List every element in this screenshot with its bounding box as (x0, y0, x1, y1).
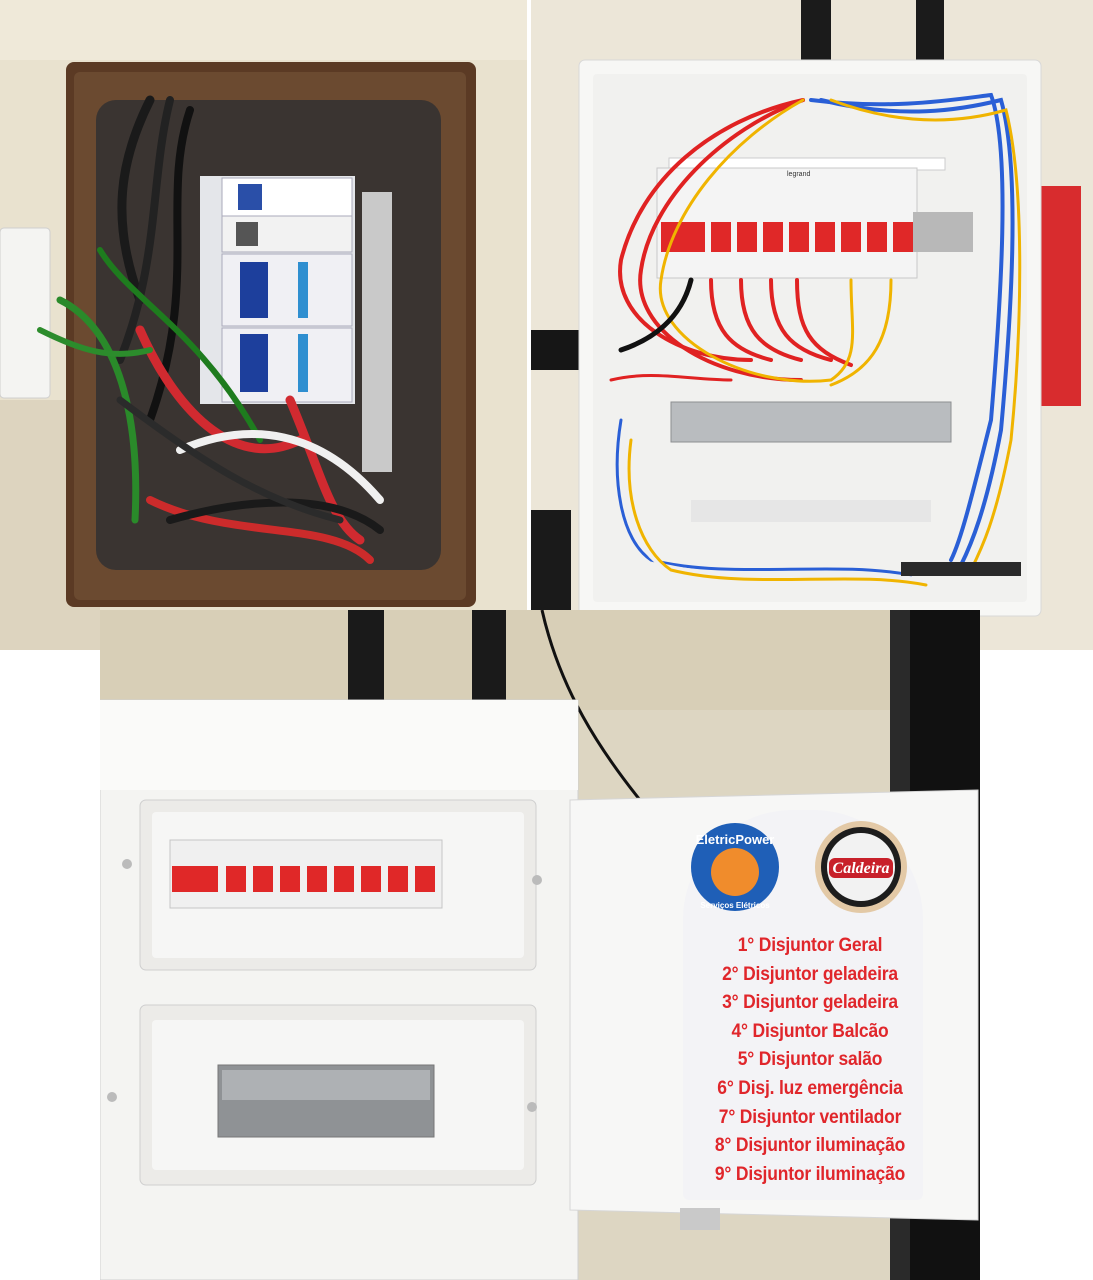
rail-brand: legrand (787, 171, 810, 178)
svg-text:EletricPower: EletricPower (696, 832, 775, 847)
breaker-row-open (656, 167, 918, 279)
old-rail (362, 192, 392, 472)
legend-line-4: 4° Disjuntor Balcão (731, 1020, 889, 1042)
open-board-scene: legrand (531, 0, 1093, 650)
breaker-8[interactable] (388, 866, 408, 892)
legend-line-9: 9° Disjuntor iluminação (714, 1163, 906, 1185)
breaker-9[interactable] (415, 866, 435, 892)
breaker-6[interactable] (334, 866, 354, 892)
photo-old-box (0, 0, 527, 650)
old-box-scene (0, 0, 527, 650)
eletricpower-logo: EletricPower Serviços Elétricos (691, 823, 779, 911)
red-sign (1041, 186, 1081, 406)
neutral-bar (901, 562, 1021, 576)
breaker-7[interactable] (361, 866, 381, 892)
wall-outlet (0, 227, 51, 399)
breaker-5[interactable] (307, 866, 327, 892)
legend-line-2: 2° Disjuntor geladeira (722, 963, 898, 985)
legend-line-8: 8° Disjuntor iluminação (714, 1135, 906, 1157)
svg-text:Caldeira: Caldeira (833, 860, 890, 877)
breaker-3[interactable] (253, 866, 273, 892)
breaker-1[interactable] (172, 866, 218, 892)
caldeira-logo: Caldeira (815, 821, 907, 913)
logos: EletricPower Serviços Elétricos Caldeira (691, 821, 907, 913)
breaker-legend: 1° Disjuntor Geral 2° Disjuntor geladeir… (690, 932, 930, 1189)
breaker-2[interactable] (226, 866, 246, 892)
legend-line-5: 5° Disjuntor salão (737, 1049, 883, 1071)
legend-line-6: 6° Disj. luz emergência (717, 1077, 903, 1099)
photo-new-board-open: legrand (531, 0, 1093, 650)
legend-line-1: 1° Disjuntor Geral (737, 935, 883, 956)
svg-text:Serviços Elétricos: Serviços Elétricos (700, 901, 770, 910)
new-wiring (609, 92, 1022, 587)
legend-line-7: 7° Disjuntor ventilador (718, 1106, 902, 1128)
din-rail (670, 401, 952, 443)
breaker-4[interactable] (280, 866, 300, 892)
tangled-wires (37, 95, 384, 564)
legend-line-3: 3° Disjuntor geladeira (722, 992, 898, 1014)
breaker-row-closed (169, 839, 443, 909)
